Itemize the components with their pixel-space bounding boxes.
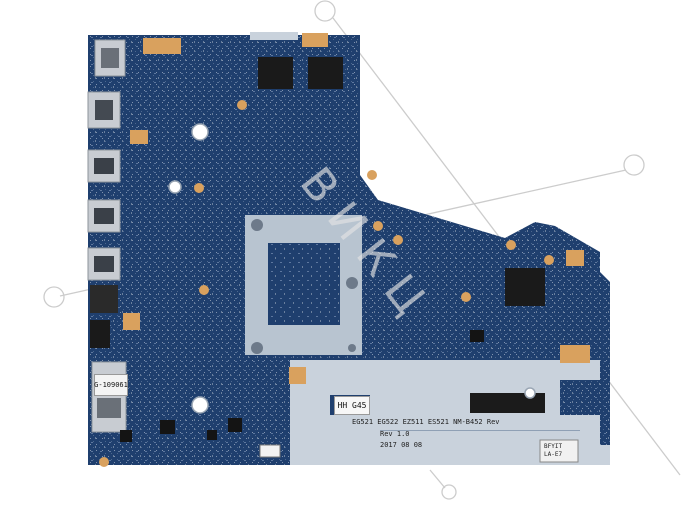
components [120, 330, 484, 442]
cpu-socket-shield [245, 215, 362, 355]
controller-chip [505, 268, 545, 306]
mount-holes [168, 123, 536, 414]
silkscreen-row-3: 2017 08 08 [380, 441, 423, 449]
qr-label: BFYIT [544, 443, 563, 450]
small-board-label: LA-E7 [544, 451, 563, 458]
silkscreen-row-1: EG521 EG522 EZ511 ES521 NM-B452 Rev [352, 418, 500, 426]
sd-card-sticker: G-109061 [94, 374, 128, 396]
copper-pads [99, 33, 590, 467]
shield-plate [290, 360, 610, 465]
shield-sticker: HH G45 [334, 396, 370, 415]
io-ports [87, 39, 127, 433]
memory-chip [308, 57, 343, 89]
silkscreen-row-2: Rev 1.0 [380, 430, 410, 438]
memory-chip [258, 57, 293, 89]
